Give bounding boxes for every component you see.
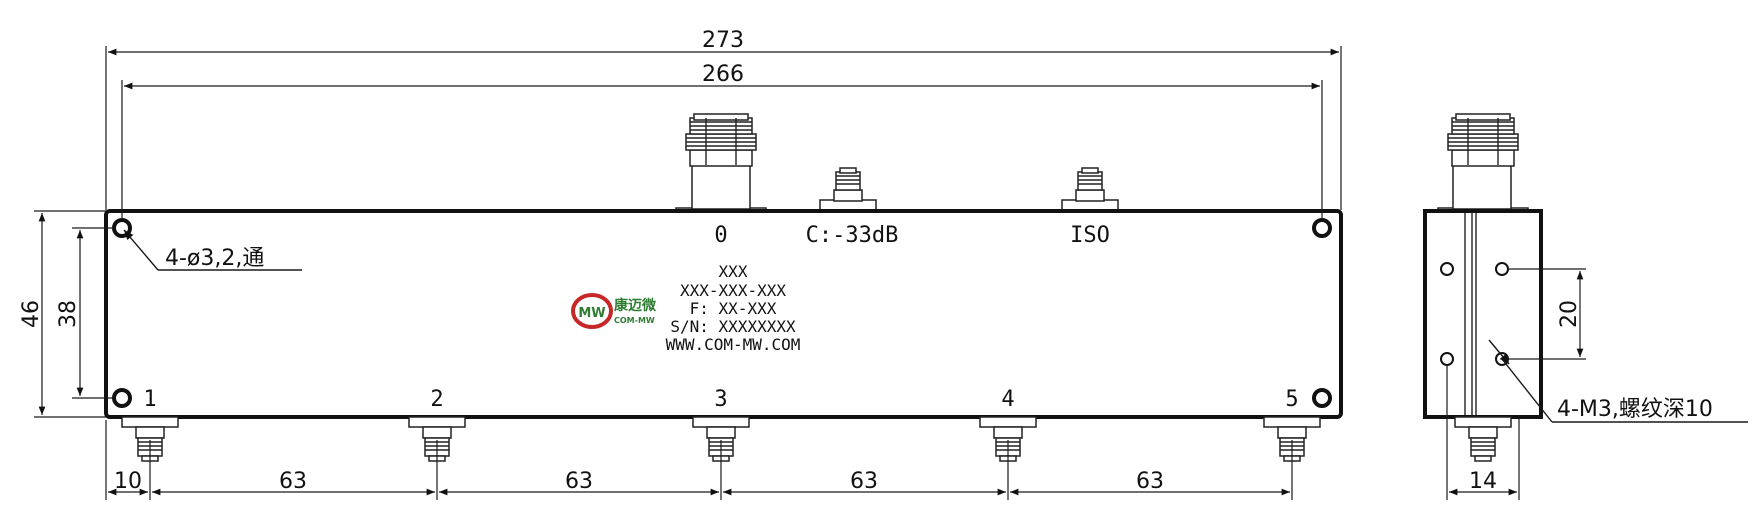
front-view: 0 C:-33dB ISO 1 2 3 4 5 MW 康迈微 COM-MW XX… — [19, 28, 1343, 500]
port-label-coupled: C:-33dB — [806, 223, 899, 248]
dim-port-pitch: 10 63 63 63 63 — [105, 420, 1293, 500]
dim-63c-text: 63 — [850, 469, 878, 494]
side-bottom-sma — [1454, 416, 1512, 462]
dim-266-text: 266 — [702, 62, 744, 87]
port-label-3: 3 — [714, 387, 727, 412]
iso-sma-connector — [1061, 167, 1119, 211]
dim-63b-text: 63 — [565, 469, 593, 494]
product-label: XXX XXX-XXX-XXX F: XX-XXX S/N: XXXXXXXX … — [666, 262, 801, 354]
dim-side-hole-spacing: 20 — [1509, 268, 1586, 360]
dim-overall-length: 273 — [105, 28, 1342, 210]
dim-63d-text: 63 — [1136, 469, 1164, 494]
company-logo: MW 康迈微 COM-MW — [571, 293, 657, 329]
label-line-3: F: XX-XXX — [690, 299, 777, 318]
mount-hole-callout: 4-ø3,2,通 — [123, 229, 302, 271]
logo-brand-cn: 康迈微 — [614, 297, 657, 314]
dim-14-text: 14 — [1469, 469, 1497, 494]
dim-63a-text: 63 — [279, 469, 307, 494]
dim-side-width: 14 — [1446, 366, 1520, 500]
thread-hole-callout: 4-M3,螺纹深10 — [1488, 339, 1748, 423]
logo-mark: MW — [578, 306, 605, 321]
logo-brand-en: COM-MW — [614, 316, 655, 325]
label-line-4: S/N: XXXXXXXX — [670, 317, 796, 336]
dim-hole-spacing: 266 — [121, 62, 1323, 220]
mount-hole-note: 4-ø3,2,通 — [165, 246, 264, 271]
port-label-1: 1 — [143, 387, 156, 412]
dim-height: 46 — [19, 210, 106, 418]
port-label-5: 5 — [1285, 387, 1298, 412]
port-label-2: 2 — [430, 387, 443, 412]
coupled-sma-connector — [819, 167, 877, 211]
dim-10-text: 10 — [114, 469, 142, 494]
dim-38-text: 38 — [56, 300, 81, 328]
input-n-connector — [675, 113, 767, 215]
output-sma-connectors — [121, 416, 1321, 462]
label-line-1: XXX — [719, 262, 748, 281]
port-label-iso: ISO — [1070, 223, 1110, 248]
dim-46-text: 46 — [19, 300, 44, 328]
port-label-4: 4 — [1001, 387, 1014, 412]
dim-20-text: 20 — [1557, 300, 1582, 328]
dim-hole-vertical: 38 — [56, 227, 114, 399]
thread-hole-note: 4-M3,螺纹深10 — [1557, 397, 1713, 422]
dim-273-text: 273 — [702, 28, 744, 53]
label-line-2: XXX-XXX-XXX — [680, 281, 786, 300]
port-label-input: 0 — [714, 223, 727, 248]
side-view: 20 14 4-M3,螺纹深10 — [1423, 113, 1748, 500]
side-n-connector — [1437, 113, 1529, 215]
label-line-5: WWW.COM-MW.COM — [666, 335, 801, 354]
